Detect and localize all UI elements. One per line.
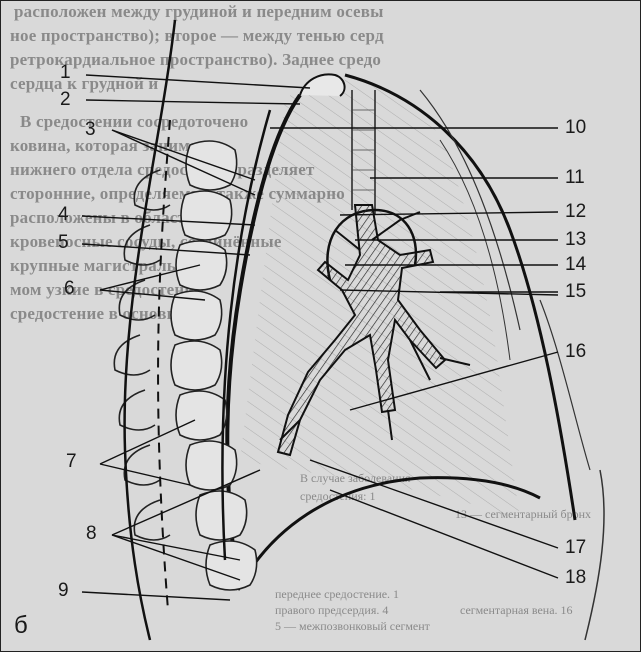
panel-letter: б <box>14 614 28 638</box>
callout-label-3: 3 <box>85 120 96 139</box>
rib-contour <box>540 300 590 470</box>
callout-label-10: 10 <box>565 118 586 137</box>
vertebral-column <box>171 141 257 590</box>
posterior-body-contour <box>125 20 175 640</box>
callout-label-5: 5 <box>58 233 69 252</box>
callout-label-11: 11 <box>565 168 585 187</box>
callout-label-2: 2 <box>60 90 71 109</box>
callout-label-17: 17 <box>565 538 586 557</box>
callout-label-13: 13 <box>565 230 586 249</box>
callout-label-1: 1 <box>60 63 71 82</box>
callout-label-16: 16 <box>565 342 586 361</box>
callout-label-12: 12 <box>565 202 586 221</box>
lung-apex <box>300 74 345 96</box>
callout-label-8: 8 <box>86 524 97 543</box>
callout-label-4: 4 <box>58 205 69 224</box>
callout-label-9: 9 <box>58 581 69 600</box>
callout-label-15: 15 <box>565 282 586 301</box>
callout-label-7: 7 <box>66 452 77 471</box>
callout-label-18: 18 <box>565 568 586 587</box>
callout-label-14: 14 <box>565 255 586 274</box>
callout-label-6: 6 <box>64 279 75 298</box>
